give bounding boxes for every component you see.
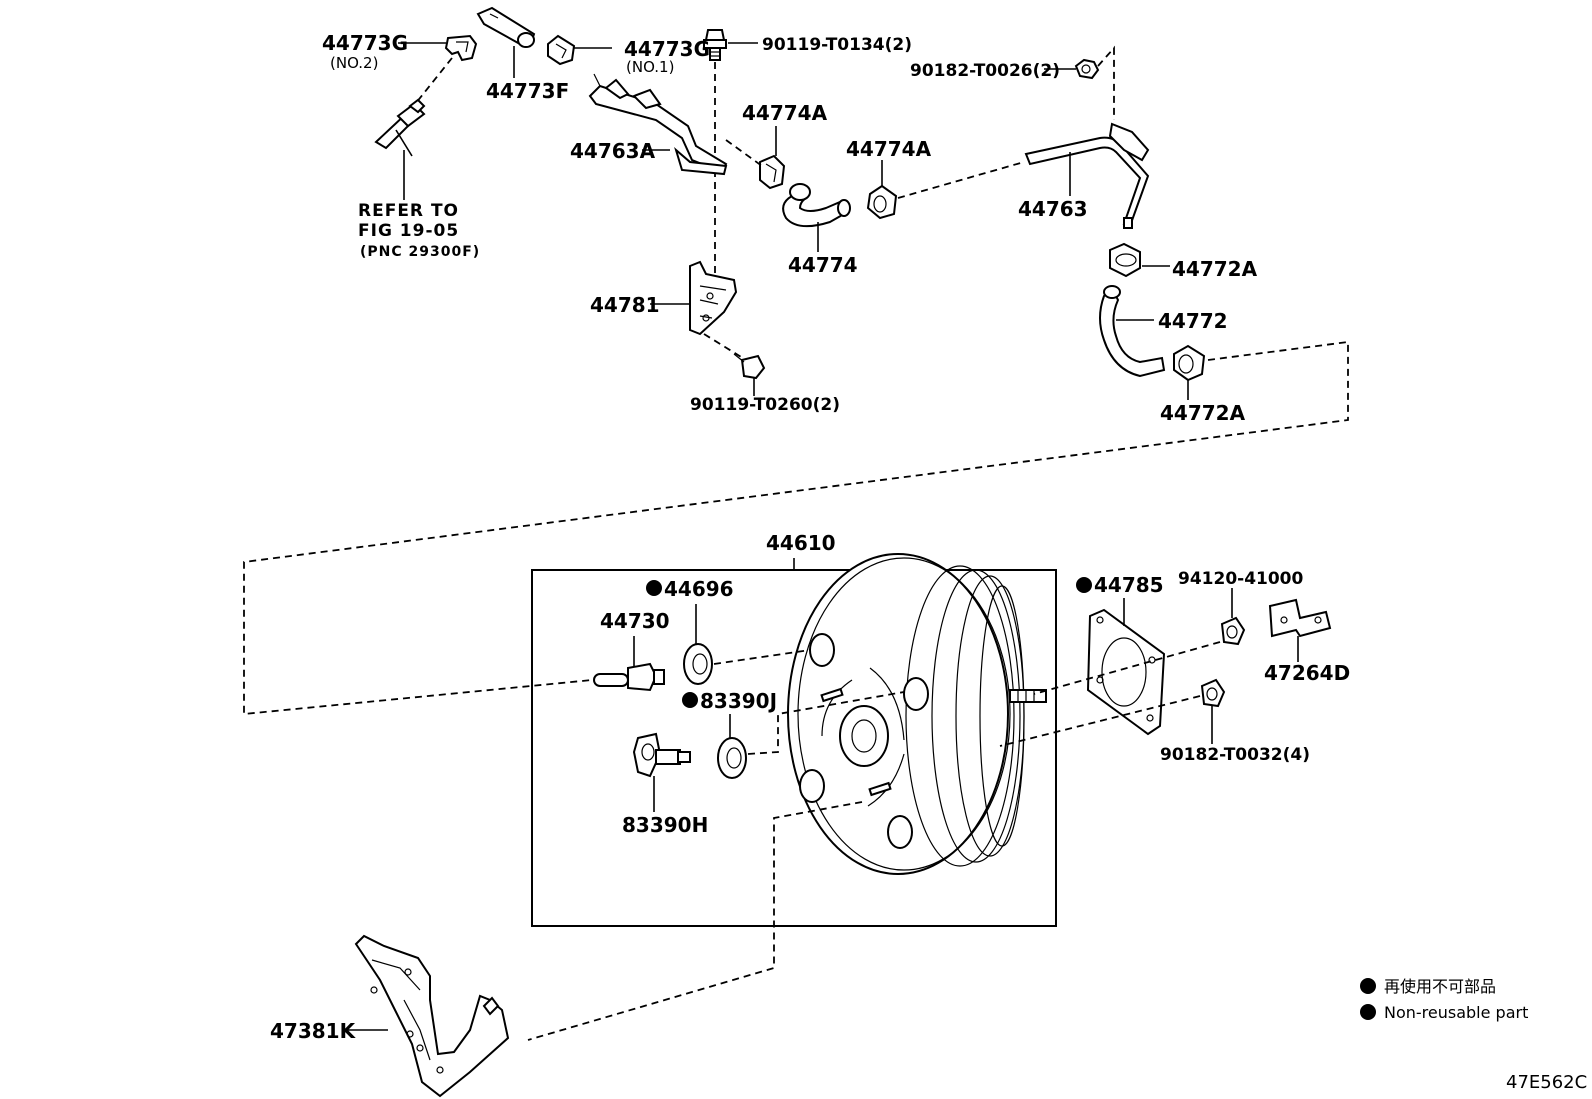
fuel-vapor-fitting-part [374,98,426,157]
label-47381K: 47381K [270,1019,357,1043]
label-83390J: 83390J [700,689,777,713]
label-44763: 44763 [1018,197,1088,221]
clip-44773G-no1-part [547,34,576,66]
gasket-44785-part [1086,608,1166,736]
label-44773F: 44773F [486,79,569,103]
brake-booster-44610-part [787,553,1047,875]
dash-hose-to-booster [243,340,1349,715]
label-44773G-no2-sub: (NO.2) [330,54,378,72]
clip-44773G-no2-part [444,34,478,62]
dash-44774A-2 [897,161,1025,199]
label-44763A: 44763A [570,139,656,163]
label-90182-T0026: 90182-T0026(2) [910,61,1060,81]
label-90119-T0260: 90119-T0260(2) [690,395,840,415]
bolt-90119-T0260-part [733,353,766,380]
figure-code: 47E562C [1506,1072,1587,1093]
non-reusable-dot-83390J [682,692,698,708]
arrow-44773G-no1 [593,73,601,87]
bolt-90119-T0134-part [703,29,727,61]
clip-44772A-top-part [1109,242,1141,278]
sensor-83390H-part [632,732,691,778]
label-44730: 44730 [600,609,670,633]
refer-line-1: REFER TO [358,201,459,221]
label-44781: 44781 [590,293,660,317]
label-83390H: 83390H [622,813,708,837]
bracket-47264D-part [1268,598,1332,638]
nut-90182-T0026-part [1074,58,1100,80]
label-44610: 44610 [766,531,836,555]
bracket-44781-part [689,260,738,336]
nut-90182-T0032-part [1200,678,1226,708]
refer-line-3: (PNC 29300F) [360,244,480,260]
label-94120-41000: 94120-41000 [1178,569,1304,589]
label-44774: 44774 [788,253,858,277]
dash-94120 [1033,641,1221,695]
bracket-47381K-part [354,934,510,1098]
label-44696: 44696 [664,577,734,601]
label-44773G-no1-sub: (NO.1) [626,58,674,76]
clip-44774A-1-part [759,154,786,190]
dash-44696 [713,649,811,665]
label-47264D: 47264D [1264,661,1350,685]
clip-44772A-bottom-part [1173,344,1206,382]
bracket-44763A-part [588,78,728,176]
label-90119-T0134: 90119-T0134(2) [762,35,912,55]
hose-44774-part [782,183,851,228]
label-44772: 44772 [1158,309,1228,333]
label-44774A-1: 44774A [742,101,828,125]
label-44773G-no1: 44773G [624,37,710,61]
clip-44774A-2-part [866,184,898,220]
dash-booster-to-47381K [527,801,863,1041]
legend-text-en: Non-reusable part [1384,1003,1528,1022]
hose-44773F-part [476,6,536,48]
label-44772A-top: 44772A [1172,257,1258,281]
legend-dot-en [1360,1004,1376,1020]
hose-44772-part [1099,285,1166,378]
label-90182-T0032: 90182-T0032(4) [1160,745,1310,765]
dash-44781 [703,333,747,361]
legend-text-jp: 再使用不可部品 [1384,977,1496,996]
dash-44774A-1 [725,139,763,167]
dash-90182-T0032 [999,695,1201,747]
nut-94120-41000-part [1220,616,1246,646]
legend-dot-jp [1360,978,1376,994]
grommet-44696-part [683,643,713,685]
pipe-44763-part [1024,122,1150,229]
non-reusable-dot-44696 [646,580,662,596]
dash-nut-T0026 [1097,45,1115,120]
grommet-83390J-part [717,737,747,779]
dash-83390J [747,691,905,755]
check-valve-44730-part [593,662,665,692]
non-reusable-dot-44785 [1076,577,1092,593]
label-44785: 44785 [1094,573,1164,597]
label-44773G-no2: 44773G [322,31,408,55]
label-44772A-bottom: 44772A [1160,401,1246,425]
refer-line-2: FIG 19-05 [358,221,459,241]
label-44774A-2: 44774A [846,137,932,161]
